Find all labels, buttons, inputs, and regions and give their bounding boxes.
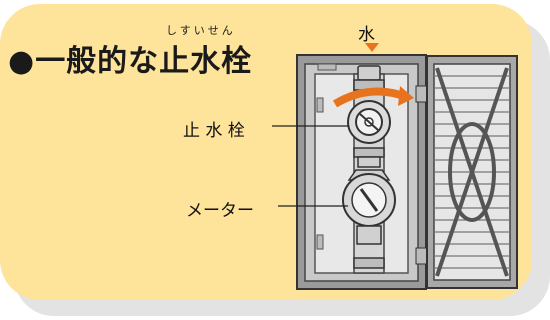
- nut: [353, 257, 385, 269]
- bracket: [317, 63, 337, 71]
- bracket: [316, 97, 324, 113]
- stop-valve-label: 止 水 栓: [183, 121, 245, 141]
- nut: [353, 147, 385, 158]
- water-label: 水: [358, 25, 375, 45]
- title-text: 一般的な止水栓: [35, 44, 253, 79]
- lid-cross: [435, 67, 509, 277]
- meter-label: メーター: [186, 201, 254, 221]
- title-ruby: しすいせん: [166, 24, 236, 37]
- flow-arrow-icon: [332, 87, 406, 108]
- title-bullet: ●: [8, 44, 36, 79]
- nut: [357, 156, 381, 168]
- top-fitting: [357, 65, 381, 81]
- water-direction-icon: [365, 43, 379, 52]
- lid-ring: [448, 122, 496, 222]
- bracket: [316, 234, 324, 250]
- page-title: ●一般的な止水栓: [8, 36, 252, 80]
